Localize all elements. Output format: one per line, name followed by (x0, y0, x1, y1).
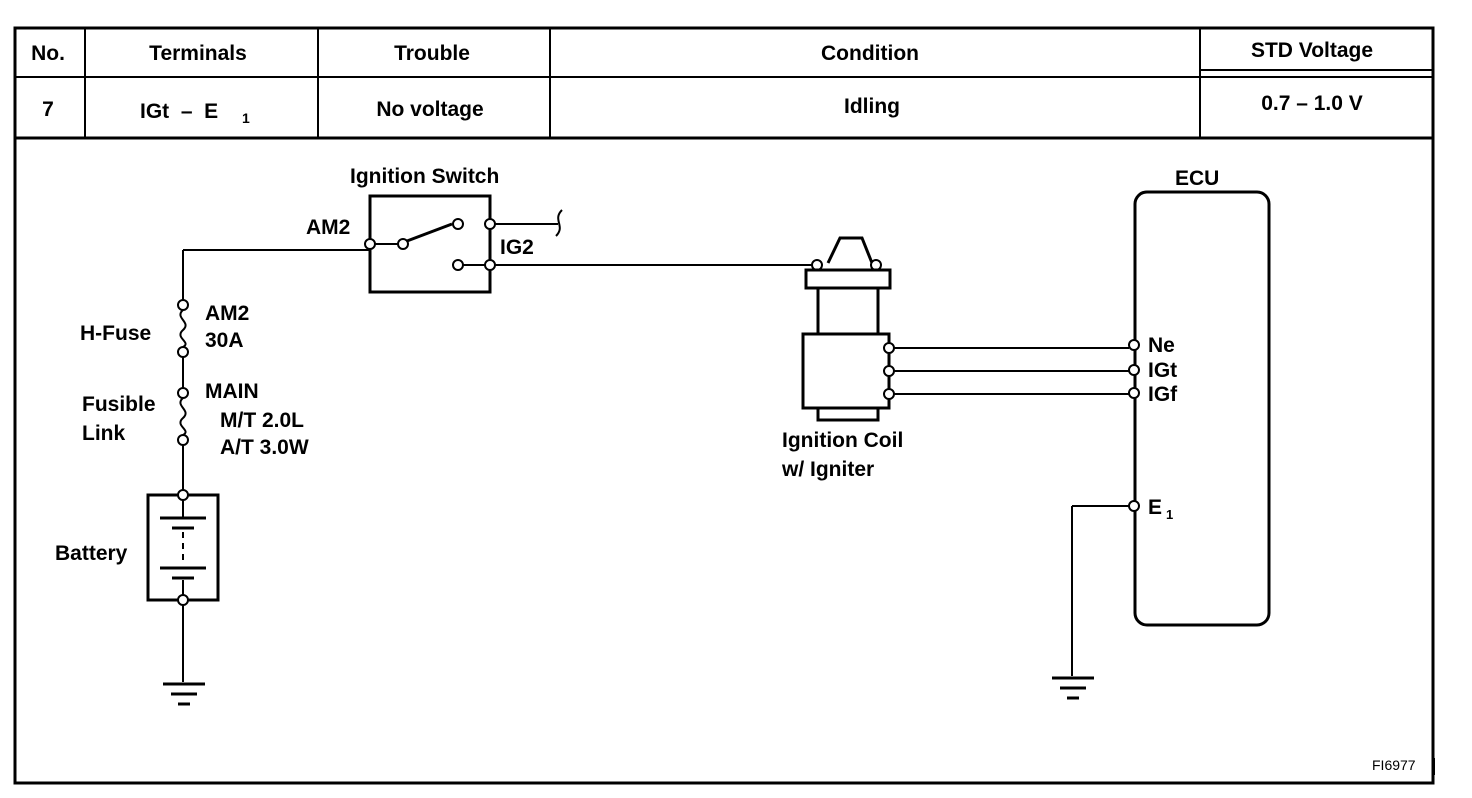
header-trouble: Trouble (394, 42, 470, 65)
ground-e1 (1052, 505, 1129, 700)
label-fuse-am2: AM2 (205, 302, 249, 325)
label-coil-line1: Ignition Coil (782, 429, 903, 452)
label-battery: Battery (55, 542, 128, 565)
spec-table: No. Terminals Trouble Condition STD Volt… (13, 26, 1435, 140)
header-terminals: Terminals (149, 42, 247, 65)
ignition-coil-igniter: Ignition Coil w/ Igniter (781, 236, 903, 481)
battery-symbol (146, 489, 220, 606)
ecu-block: ECU Ne IGt IGf E 1 (1128, 167, 1271, 627)
ignition-switch: Ignition Switch AM2 IG2 (306, 165, 563, 294)
fusible-link-symbol (177, 387, 189, 446)
cell-trouble: No voltage (376, 98, 483, 121)
h-fuse-symbol (177, 299, 189, 358)
header-condition: Condition (821, 42, 919, 65)
coil-ecu-wires (894, 347, 1129, 395)
cell-condition: Idling (844, 95, 900, 118)
label-link: Link (82, 422, 125, 445)
label-h-fuse: H-Fuse (80, 322, 151, 345)
label-coil-line2: w/ Igniter (781, 458, 874, 481)
label-e1-subscript: 1 (1166, 507, 1173, 522)
label-igt: IGt (1148, 359, 1177, 382)
figure-code: FI6977 (1372, 757, 1416, 773)
cell-terminals-subscript: 1 (242, 110, 250, 126)
label-fusible: Fusible (82, 393, 156, 416)
cell-std-voltage: 0.7 – 1.0 V (1261, 92, 1363, 115)
cell-no: 7 (42, 98, 54, 121)
label-mt: M/T 2.0L (220, 409, 304, 432)
header-no: No. (31, 42, 65, 65)
label-ne: Ne (1148, 334, 1175, 357)
label-ignition-switch: Ignition Switch (350, 165, 499, 188)
label-ecu: ECU (1175, 167, 1219, 190)
label-fuse-30a: 30A (205, 329, 244, 352)
label-main: MAIN (205, 380, 259, 403)
power-supply-chain: AM2 30A H-Fuse MAIN M/T 2.0L A/T 3.0W Fu… (55, 249, 370, 706)
label-at: A/T 3.0W (220, 436, 309, 459)
cell-terminals: IGt – E (140, 100, 218, 123)
ground-symbol-left (163, 682, 205, 706)
label-igf: IGf (1148, 383, 1178, 406)
header-std-voltage: STD Voltage (1251, 39, 1373, 62)
label-e1: E (1148, 496, 1162, 519)
label-switch-am2: AM2 (306, 216, 350, 239)
diagram-frame (13, 136, 1435, 785)
label-ig2: IG2 (500, 236, 534, 259)
